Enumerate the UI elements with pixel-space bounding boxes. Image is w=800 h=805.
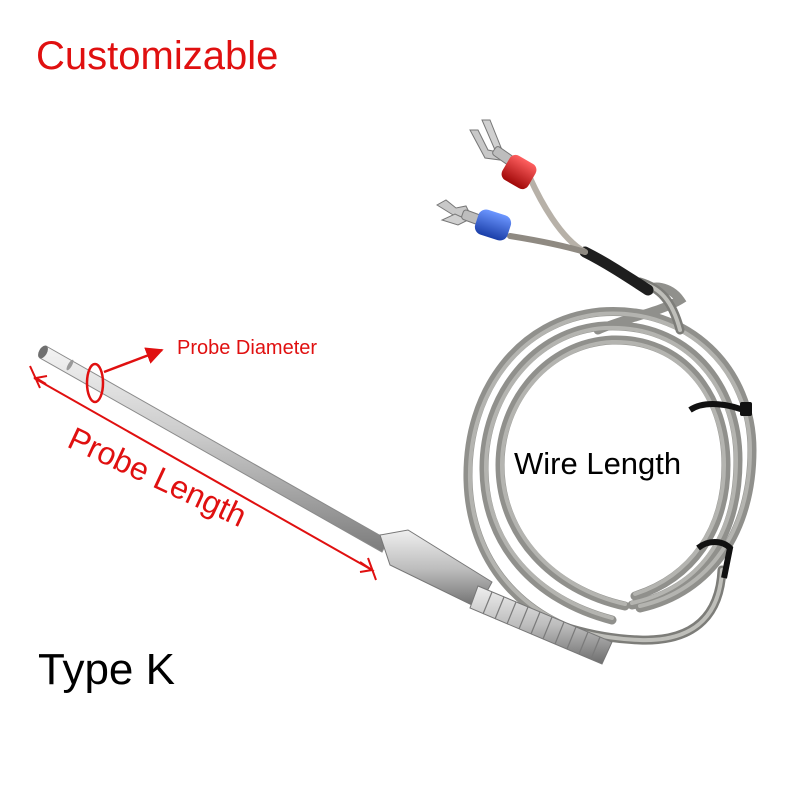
- probe-sleeve: [379, 529, 613, 665]
- type-label: Type K: [38, 645, 175, 694]
- probe-diameter-marker: [85, 347, 164, 404]
- title-label: Customizable: [36, 34, 279, 78]
- probe-length-dimension: [29, 365, 377, 581]
- cable-split: [507, 175, 654, 296]
- cable-tie: [688, 401, 752, 579]
- blue-spade-terminal: [436, 199, 512, 241]
- probe-diameter-label: Probe Diameter: [177, 337, 318, 359]
- braided-cable: [463, 277, 757, 645]
- red-spade-terminal: [469, 119, 537, 190]
- wire-length-label: Wire Length: [514, 446, 682, 481]
- probe-rod: [38, 345, 389, 553]
